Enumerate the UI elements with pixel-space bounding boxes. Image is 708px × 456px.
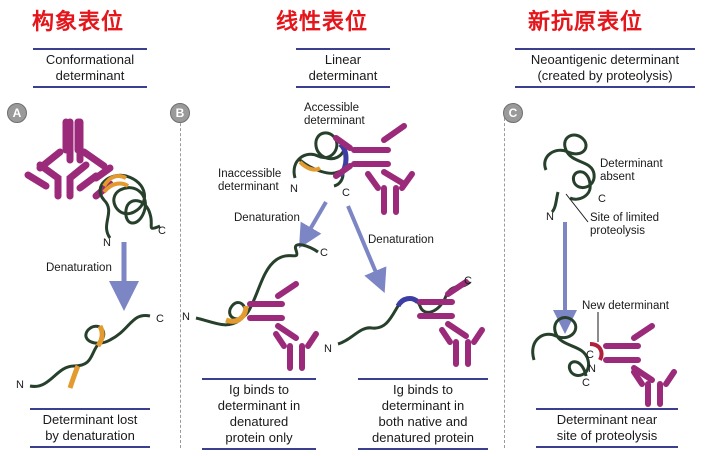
header-line: Linear <box>324 52 362 67</box>
label-line: Site of limited <box>590 212 660 224</box>
header-line: determinant <box>55 68 125 83</box>
determinant-absent-label: Determinant absent <box>600 158 663 184</box>
label-line: determinant <box>218 181 279 193</box>
denaturation-arrow <box>298 200 328 249</box>
inaccessible-determinant <box>298 160 322 172</box>
header-line: Conformational <box>45 52 135 67</box>
antibody <box>365 171 415 215</box>
terminus-c: C <box>320 247 328 259</box>
folded-protein <box>98 173 161 239</box>
antibody <box>333 123 407 187</box>
terminus-n: N <box>182 311 190 323</box>
footer-determinant-near-site: Determinant near site of proteolysis <box>536 408 678 448</box>
title-linear: 线性表位 <box>276 10 369 35</box>
denaturation-label: Denaturation <box>46 262 112 274</box>
antibody <box>631 369 677 407</box>
new-determinant <box>589 342 604 361</box>
header-line: (created by proteolysis) <box>537 68 673 83</box>
antibody <box>273 331 319 371</box>
linear-determinant-segment <box>225 305 249 324</box>
footer-ig-binds-both: Ig binds to determinant in both native a… <box>358 378 488 450</box>
antibody <box>417 279 469 339</box>
footer-line: protein only <box>225 430 293 445</box>
panel-badge-b: B <box>170 103 190 123</box>
protein-tail <box>550 191 560 214</box>
terminus-n: N <box>290 183 298 195</box>
footer-line: Determinant lost <box>42 412 138 427</box>
footer-line: denatured protein <box>372 430 474 445</box>
label-line: Determinant <box>600 158 663 170</box>
header-line: determinant <box>308 68 378 83</box>
footer-line: determinant in <box>217 398 301 413</box>
antibody <box>36 118 108 172</box>
terminus-c: C <box>586 349 594 361</box>
linear-determinant-segment <box>395 296 420 308</box>
antibody <box>439 327 485 367</box>
footer-line: denatured <box>229 414 289 429</box>
header-conformational-determinant: Conformational determinant <box>33 48 147 88</box>
inaccessible-determinant-label: Inaccessible determinant <box>218 168 281 194</box>
unfolded-protein <box>29 313 151 388</box>
header-neoantigenic-determinant: Neoantigenic determinant (created by pro… <box>515 48 695 88</box>
label-line: absent <box>600 171 635 183</box>
footer-line: Ig binds to <box>393 382 453 397</box>
proteolysis-pointer <box>565 193 589 223</box>
terminus-n: N <box>103 237 111 249</box>
footer-line: by denaturation <box>45 428 135 443</box>
determinant-segment <box>67 324 105 389</box>
label-line: Accessible <box>304 102 359 114</box>
footer-determinant-lost: Determinant lost by denaturation <box>30 408 150 448</box>
antibody <box>24 161 100 200</box>
footer-line: Determinant near <box>556 412 658 427</box>
antibody <box>247 281 299 341</box>
title-conformational: 构象表位 <box>32 10 125 35</box>
separator-ab <box>180 108 181 448</box>
terminus-c: C <box>156 313 164 325</box>
header-linear-determinant: Linear determinant <box>296 48 390 88</box>
panel-badge-a: A <box>7 103 27 123</box>
terminus-c: C <box>464 275 472 287</box>
label-line: Inaccessible <box>218 168 282 180</box>
cleaved-protein <box>531 316 591 377</box>
proteolysis-site-label: Site of limited proteolysis <box>590 212 659 238</box>
antibody <box>603 323 655 383</box>
panel-badge-c: C <box>503 103 523 123</box>
unfolded-protein <box>195 243 319 327</box>
terminus-c: C <box>342 187 350 199</box>
terminus-c: C <box>598 193 606 205</box>
separator-bc <box>504 108 505 448</box>
footer-line: Ig binds to <box>229 382 289 397</box>
denaturation-arrow <box>346 205 387 294</box>
label-line: determinant <box>304 115 365 127</box>
footer-line: both native and <box>378 414 468 429</box>
terminus-c: C <box>158 225 166 237</box>
terminus-n: N <box>546 211 554 223</box>
terminus-n: N <box>324 343 332 355</box>
header-line: Neoantigenic determinant <box>530 52 680 67</box>
denaturation-label-left: Denaturation <box>234 212 300 224</box>
folded-protein <box>543 133 596 201</box>
accessible-determinant-label: Accessible determinant <box>304 102 365 128</box>
footer-line: site of proteolysis <box>556 428 658 443</box>
label-line: proteolysis <box>590 225 645 237</box>
title-neoantigenic: 新抗原表位 <box>528 10 644 35</box>
denaturation-label-right: Denaturation <box>368 234 434 246</box>
footer-line: determinant in <box>381 398 465 413</box>
terminus-c: C <box>582 377 590 389</box>
footer-ig-binds-denatured: Ig binds to determinant in denatured pro… <box>202 378 316 450</box>
new-determinant-label: New determinant <box>582 300 669 312</box>
terminus-n: N <box>588 363 596 375</box>
terminus-n: N <box>16 379 24 391</box>
conformational-determinant <box>102 174 130 194</box>
